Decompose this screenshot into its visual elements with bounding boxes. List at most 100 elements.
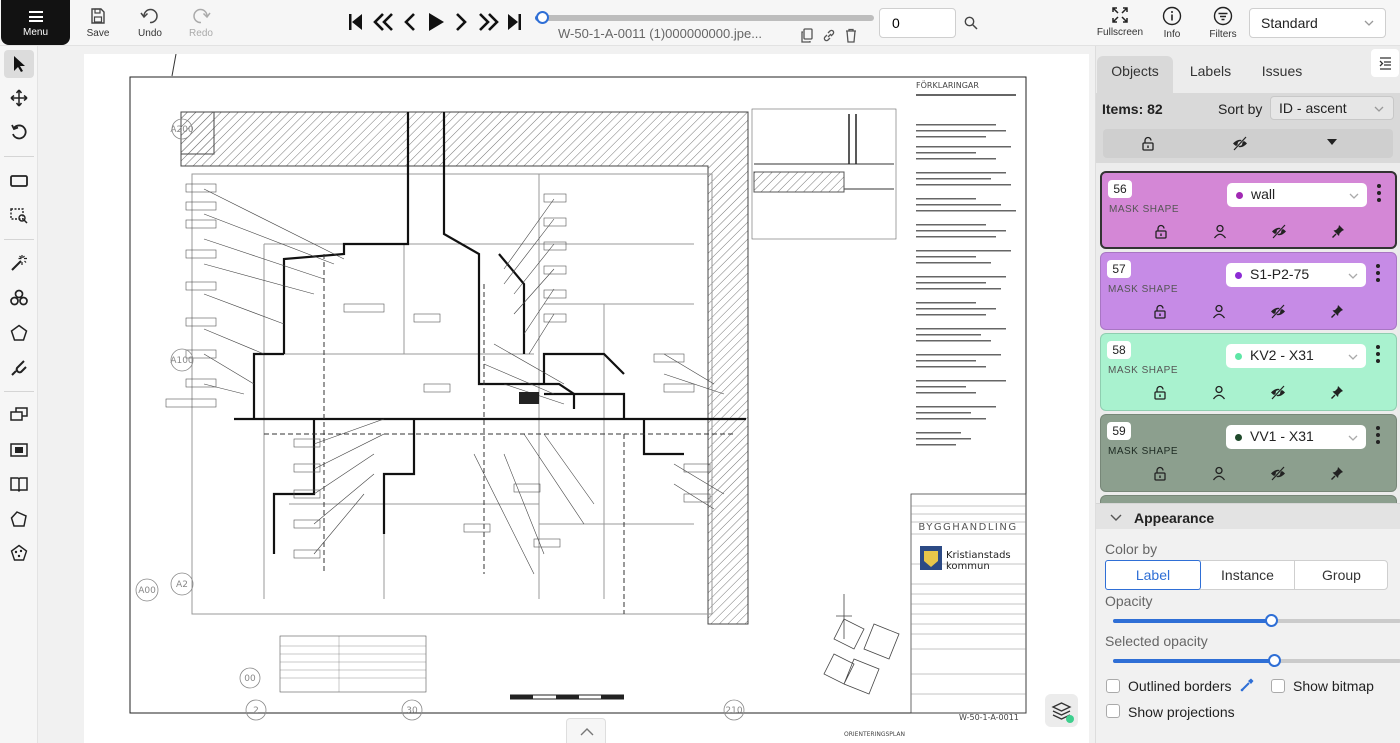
appearance-header[interactable]: Appearance: [1096, 503, 1400, 529]
zoom-region-tool[interactable]: [4, 201, 34, 229]
fast-backward-icon[interactable]: [372, 11, 394, 33]
filters-button[interactable]: Filters: [1197, 5, 1249, 40]
tab-labels[interactable]: Labels: [1189, 63, 1232, 79]
first-frame-icon[interactable]: [347, 11, 363, 33]
appearance-panel: Appearance Color by Label Instance Group…: [1096, 503, 1400, 743]
unlock-icon[interactable]: [1154, 224, 1168, 239]
pentagon-tool[interactable]: [4, 505, 34, 533]
points-polygon-icon: [10, 544, 28, 561]
opacity-slider[interactable]: [1113, 614, 1400, 627]
user-icon[interactable]: [1212, 304, 1226, 319]
points-polygon-tool[interactable]: [4, 539, 34, 567]
tab-objects[interactable]: Objects: [1097, 56, 1173, 93]
polygon-tool[interactable]: [4, 319, 34, 347]
color-by-instance-option[interactable]: Instance: [1221, 567, 1274, 583]
redo-label: Redo: [189, 28, 213, 39]
workspace-select[interactable]: Standard: [1249, 8, 1386, 38]
more-options-icon[interactable]: [1373, 426, 1383, 448]
object-card-partial[interactable]: [1100, 495, 1397, 503]
move-tool[interactable]: [4, 84, 34, 112]
bbox-label-tool[interactable]: [4, 436, 34, 464]
search-icon[interactable]: [964, 16, 978, 30]
unlock-icon[interactable]: [1141, 136, 1155, 151]
object-label-select[interactable]: wall: [1227, 183, 1367, 207]
unlock-icon[interactable]: [1153, 385, 1167, 400]
previous-frame-icon[interactable]: [402, 11, 416, 33]
delete-icon[interactable]: [844, 28, 858, 43]
rectangle-tool[interactable]: [4, 167, 34, 195]
selected-opacity-slider[interactable]: [1113, 654, 1400, 667]
selected-opacity-slider-handle[interactable]: [1268, 654, 1282, 667]
object-label-select[interactable]: KV2 - X31: [1226, 344, 1366, 368]
rotate-tool[interactable]: [4, 118, 34, 146]
pin-icon[interactable]: [1330, 385, 1344, 400]
tab-issues[interactable]: Issues: [1261, 63, 1303, 79]
frame-number-input[interactable]: [879, 8, 956, 38]
grid-bubble-label: A00: [138, 586, 156, 596]
object-label-select[interactable]: VV1 - X31: [1226, 425, 1366, 449]
user-icon[interactable]: [1212, 466, 1226, 481]
color-by-label-option[interactable]: Label: [1105, 560, 1201, 590]
frame-slider-handle[interactable]: [535, 11, 549, 24]
fullscreen-button[interactable]: Fullscreen: [1094, 5, 1146, 38]
panel-collapse-button[interactable]: [1371, 49, 1399, 77]
selected-opacity-slider-fill: [1113, 659, 1275, 663]
eye-off-icon[interactable]: [1270, 466, 1286, 481]
unlock-icon[interactable]: [1153, 304, 1167, 319]
eye-off-icon[interactable]: [1270, 385, 1286, 400]
last-frame-icon[interactable]: [507, 11, 523, 33]
eye-off-icon[interactable]: [1271, 224, 1287, 239]
pin-icon[interactable]: [1331, 224, 1345, 239]
eye-off-icon[interactable]: [1270, 304, 1286, 319]
eye-off-icon[interactable]: [1232, 136, 1248, 151]
menu-button[interactable]: Menu: [1, 0, 70, 45]
copy-icon[interactable]: [800, 28, 814, 43]
pin-icon[interactable]: [1330, 466, 1344, 481]
undo-button[interactable]: Undo: [127, 5, 173, 43]
bbox-label-icon: [10, 443, 28, 457]
sort-select[interactable]: ID - ascent: [1270, 96, 1394, 120]
frame-slider[interactable]: [535, 11, 874, 24]
show-projections-checkbox[interactable]: [1106, 704, 1120, 718]
magic-wand-tool[interactable]: [4, 249, 34, 277]
save-button[interactable]: Save: [75, 5, 121, 43]
object-id: 58: [1107, 341, 1131, 359]
outlined-borders-checkbox[interactable]: [1106, 679, 1120, 693]
next-frame-icon[interactable]: [455, 11, 469, 33]
stamp-title: BYGGHANDLING: [918, 522, 1017, 533]
pin-icon[interactable]: [1330, 304, 1344, 319]
unlock-icon[interactable]: [1153, 466, 1167, 481]
color-by-group-option[interactable]: Group: [1322, 567, 1361, 583]
smart-brush-tool[interactable]: [4, 284, 34, 312]
layers-button[interactable]: [1045, 694, 1078, 727]
magnet-tool[interactable]: [4, 353, 34, 381]
caret-down-icon[interactable]: [1326, 136, 1338, 148]
bottom-panel-toggle[interactable]: [566, 718, 606, 743]
more-options-icon[interactable]: [1374, 184, 1384, 206]
object-label-value: KV2 - X31: [1250, 347, 1314, 363]
opacity-slider-handle[interactable]: [1265, 614, 1279, 627]
info-icon: [1162, 6, 1182, 26]
more-options-icon[interactable]: [1373, 345, 1383, 367]
fast-forward-icon[interactable]: [478, 11, 500, 33]
user-icon[interactable]: [1212, 385, 1226, 400]
cuboid-tool[interactable]: [4, 401, 34, 429]
split-tool[interactable]: [4, 470, 34, 498]
user-icon[interactable]: [1213, 224, 1227, 239]
redo-button[interactable]: Redo: [178, 5, 224, 43]
color-picker-icon[interactable]: [1239, 677, 1255, 693]
link-icon[interactable]: [822, 28, 836, 43]
object-label-select[interactable]: S1-P2-75: [1226, 263, 1366, 287]
more-options-icon[interactable]: [1373, 264, 1383, 286]
cursor-tool[interactable]: [4, 50, 34, 78]
info-button[interactable]: Info: [1146, 5, 1198, 40]
play-icon[interactable]: [427, 11, 445, 33]
polygon-icon: [10, 324, 28, 341]
show-bitmap-checkbox[interactable]: [1271, 679, 1285, 693]
